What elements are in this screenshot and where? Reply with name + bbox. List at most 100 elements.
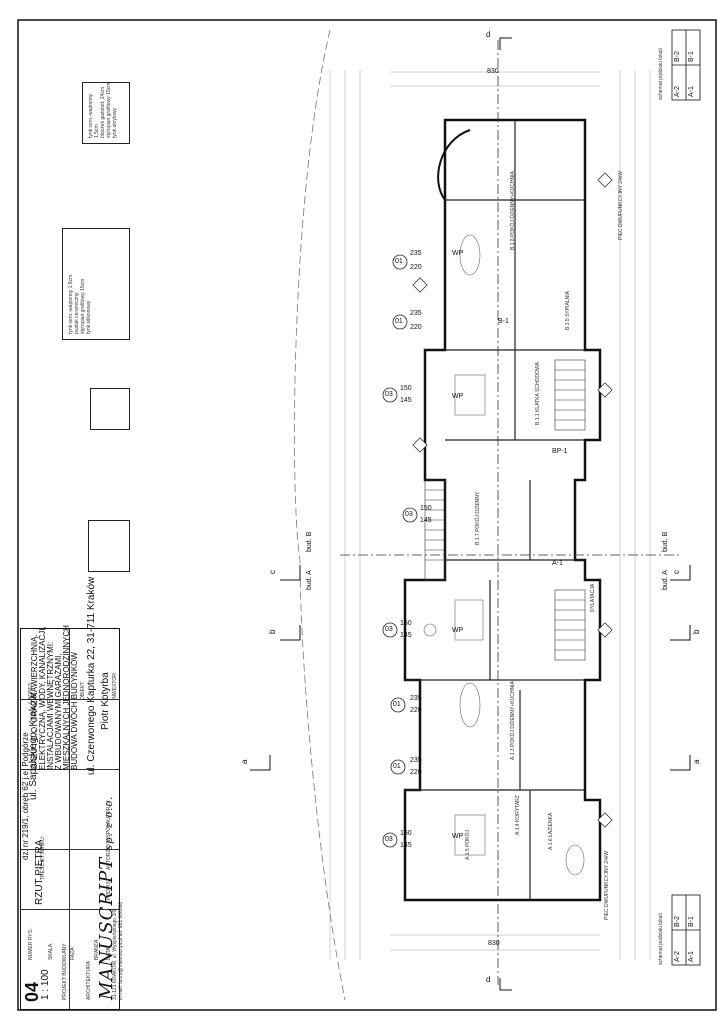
tb-company-cell (21, 629, 119, 700)
room-label-1: B.1.8 POKÓJ DZIENNY+KUCHNIA (510, 171, 516, 250)
room-label-5: A.1.3 POKÓJ DZIENNY+KUCHNIA (510, 681, 516, 760)
scale-label: SKALA: (48, 942, 54, 960)
section-label-d-bottom: d (486, 975, 491, 984)
section-label-b-right: b (692, 629, 701, 634)
schema-boxes (671, 29, 701, 966)
object-line-5: ELEKTRYCZNĄ, WODY, KANALIZACJI, (38, 626, 47, 770)
tag-wp-3: WP (452, 627, 464, 634)
tb-object-cell (21, 769, 119, 850)
sheet-number: 04 (22, 981, 42, 1002)
bay-window (437, 129, 471, 201)
interior-walls (405, 120, 585, 900)
bud-b-right: bud. B (662, 531, 669, 552)
window-tag-3: 03 (385, 391, 393, 398)
schema-top-b2: B-2 (674, 51, 681, 62)
bud-a-right: bud. A (662, 570, 669, 590)
tb-investor-cell (21, 699, 119, 770)
window-tags (382, 254, 418, 848)
window-w-8: 150 (400, 830, 412, 837)
window-tag-6: 01 (393, 701, 401, 708)
schema-bot-b1: B-1 (688, 916, 695, 927)
window-h-7: 220 (410, 769, 422, 776)
stairs (424, 359, 586, 661)
window-h-4: 145 (420, 517, 432, 524)
window-h-6: 220 (410, 707, 422, 714)
room-label-4: B.1.7 POKÓJ DZIENNY (475, 491, 481, 545)
sheet-label: NUMER RYS.: (28, 927, 34, 960)
room-label-6: A.1.6 ŁAZIENKA (548, 812, 554, 850)
note-box-2 (62, 228, 130, 340)
investor-label: INWESTOR: (112, 671, 118, 700)
schema-label-top: schemat podziału lokali (658, 48, 664, 100)
window-h-1: 220 (410, 264, 422, 271)
section-label-b-left: b (268, 629, 277, 634)
furniture (423, 234, 585, 876)
branch-value: ARCHITEKTURA (86, 961, 92, 1000)
object-line-4: INSTALACJAMI WEWNĘTRZNYMI: (46, 641, 55, 770)
room-label-7: A.1.4 KORYTARZ (515, 795, 521, 835)
schema-top-b1: B-1 (688, 51, 695, 62)
window-w-1: 235 (410, 250, 422, 257)
window-w-6: 235 (410, 695, 422, 702)
note-box-4 (88, 520, 130, 572)
object-line-3: Z WBUDOWANYMI GARAŻAMI, (54, 653, 63, 770)
date-label: DATA: (106, 946, 112, 960)
window-tag-7: 01 (393, 763, 401, 770)
window-h-5: 145 (400, 632, 412, 639)
schema-label-bottom: schemat podziału lokali (658, 913, 664, 965)
window-tag-5: 03 (385, 626, 393, 633)
drawing-title: RZUT PIĘTRA (34, 839, 45, 905)
room-label-3: B.1.1 KLATKA SCHODOWA (535, 362, 541, 425)
schema-bot-a2: A-2 (674, 951, 681, 962)
window-h-2: 220 (410, 324, 422, 331)
object-line-2: MIESZKALNYCH JEDNORODZINNYCH (62, 625, 71, 770)
investor-address: ul. Czerwonego Kapturka 22, 31-711 Krakó… (86, 576, 97, 775)
note-box-1 (82, 82, 130, 144)
window-w-7: 235 (410, 757, 422, 764)
tag-bp1: BP-1 (552, 448, 568, 455)
window-tag-1: 01 (395, 258, 403, 265)
sheet-frame (17, 19, 717, 1011)
section-label-c-left: c (268, 570, 277, 574)
plot-boundary (294, 29, 346, 1001)
window-tag-4: 03 (405, 511, 413, 518)
schema-top-a2: A-2 (674, 86, 681, 97)
signature-label: PODPIS (106, 881, 112, 900)
tag-wp-1: WP (452, 250, 464, 257)
object-label: OBIEKT: (80, 680, 86, 700)
schema-bot-b2: B-2 (674, 916, 681, 927)
tag-wp-4: WP (452, 833, 464, 840)
section-markers (250, 37, 691, 991)
window-w-5: 150 (400, 620, 412, 627)
branch-label: BRANŻA: (94, 938, 100, 960)
window-h-8: 145 (400, 842, 412, 849)
window-tag-8: 03 (385, 836, 393, 843)
investor-name: Piotr Kotyrba (100, 672, 111, 730)
tag-b1: B-1 (498, 318, 509, 325)
note-text-2: tynk cem.-wapienny 1,5cm pustak ceramicz… (68, 274, 92, 334)
section-label-a-left: a (240, 759, 249, 764)
plot-number: dz. nr 219/1, obręb 62 j.e. Podgórze (21, 732, 30, 860)
phase-label: FAZA: (70, 946, 76, 960)
section-label-c-right: c (672, 570, 681, 574)
window-w-4: 150 (420, 505, 432, 512)
title-block (20, 628, 120, 1010)
note-text-1: tynk cem.-wapienny 1,5cm bloczek gazobet… (88, 82, 118, 138)
bud-a-left: bud. A (306, 570, 313, 590)
authors-label: AUTORZY / WSPÓŁAUTORZY (106, 800, 112, 870)
schema-bot-a1: A-1 (688, 951, 695, 962)
window-w-2: 235 (410, 310, 422, 317)
object-line-1: BUDOWA DWÓCH BUDYNKÓW (70, 652, 79, 770)
room-label-8: A.1.5 POKÓJ (465, 829, 471, 860)
bud-b-left: bud. B (306, 531, 313, 552)
room-label-2: B.1.5 SYPIALNIA (565, 291, 571, 330)
boiler-label-bottom: PIEC DWUFUNKCYJNY 24kW (604, 850, 610, 920)
tag-wp-2: WP (452, 393, 464, 400)
dim-bottom-total: 830 (488, 940, 500, 947)
section-label-a-right: a (692, 759, 701, 764)
tag-a1: A-1 (552, 560, 563, 567)
window-h-3: 145 (400, 397, 412, 404)
section-label-d-top: d (486, 30, 491, 39)
window-w-3: 150 (400, 385, 412, 392)
